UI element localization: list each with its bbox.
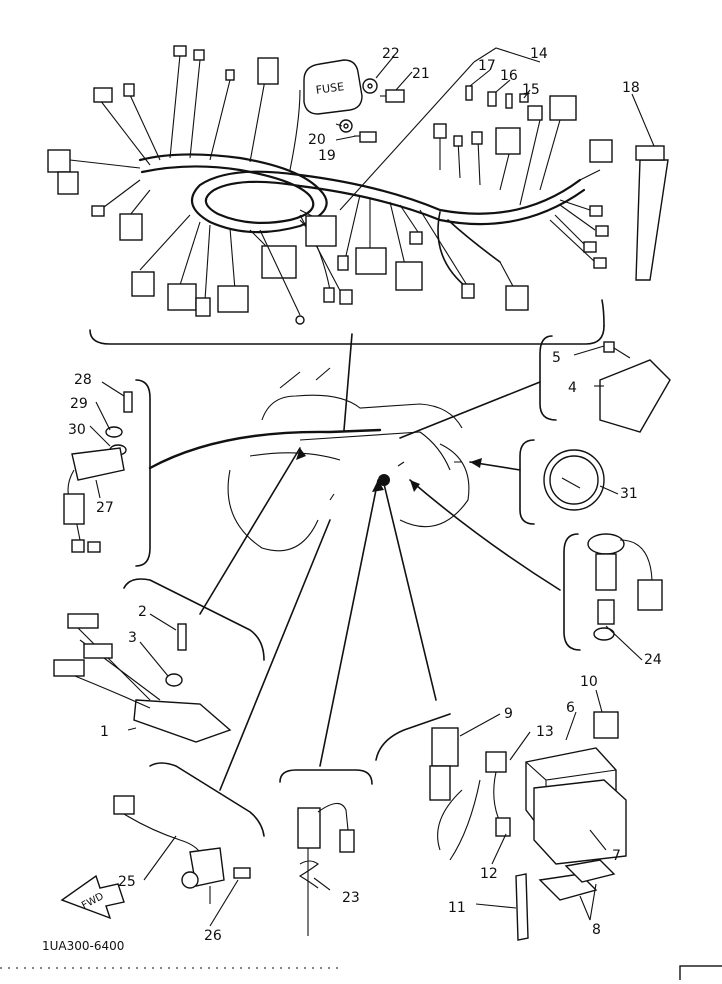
callout-26: 26 [204, 928, 222, 944]
panel-24 [563, 533, 663, 651]
motorcycle-outline [227, 367, 470, 552]
diagram-code: 1UA300-6400 [42, 939, 124, 953]
callout-1: 1 [100, 724, 109, 740]
panel-1-3 [53, 578, 265, 743]
leader-lines [148, 333, 561, 791]
callout-19: 19 [318, 148, 336, 164]
callout-11: 11 [448, 900, 466, 916]
callout-3: 3 [128, 630, 137, 646]
callout-15: 15 [522, 82, 540, 98]
callout-21: 21 [412, 66, 430, 82]
callout-6: 6 [566, 700, 575, 716]
callout-17: 17 [478, 58, 496, 74]
callout-31: 31 [620, 486, 638, 502]
forward-arrow-icon: FWD [60, 874, 125, 920]
callout-14: 14 [530, 46, 548, 62]
callout-20: 20 [308, 132, 326, 148]
callout-24: 24 [644, 652, 662, 668]
panel-23 [279, 769, 373, 936]
callout-16: 16 [500, 68, 518, 84]
callout-23: 23 [342, 890, 360, 906]
fuse-box: FUSE [303, 59, 363, 115]
callout-9: 9 [504, 706, 513, 722]
callout-25: 25 [118, 874, 136, 890]
callout-4: 4 [568, 380, 577, 396]
panel-27-30 [63, 379, 151, 567]
callout-2: 2 [138, 604, 147, 620]
fuse-text: FUSE [315, 80, 345, 97]
callout-29: 29 [70, 396, 88, 412]
callout-13: 13 [536, 724, 554, 740]
fasteners-19-22 [339, 78, 405, 143]
panel-31 [519, 439, 605, 525]
callout-27: 27 [96, 500, 114, 516]
callout-5: 5 [552, 350, 561, 366]
callout-30: 30 [68, 422, 86, 438]
callout-28: 28 [74, 372, 92, 388]
main-wire-harness [47, 45, 613, 345]
callout-18: 18 [622, 80, 640, 96]
callout-8: 8 [592, 922, 601, 938]
callout-7: 7 [612, 848, 621, 864]
cable-tie [635, 145, 669, 281]
callout-10: 10 [580, 674, 598, 690]
callouts: 1 2 3 4 5 6 7 8 9 10 11 12 13 14 15 16 1… [68, 46, 662, 944]
callout-12: 12 [480, 866, 498, 882]
callout-22: 22 [382, 46, 400, 62]
panel-battery [375, 711, 627, 941]
scan-edge [0, 965, 722, 984]
panel-25-26 [113, 762, 265, 904]
panel-4-5 [539, 335, 671, 433]
